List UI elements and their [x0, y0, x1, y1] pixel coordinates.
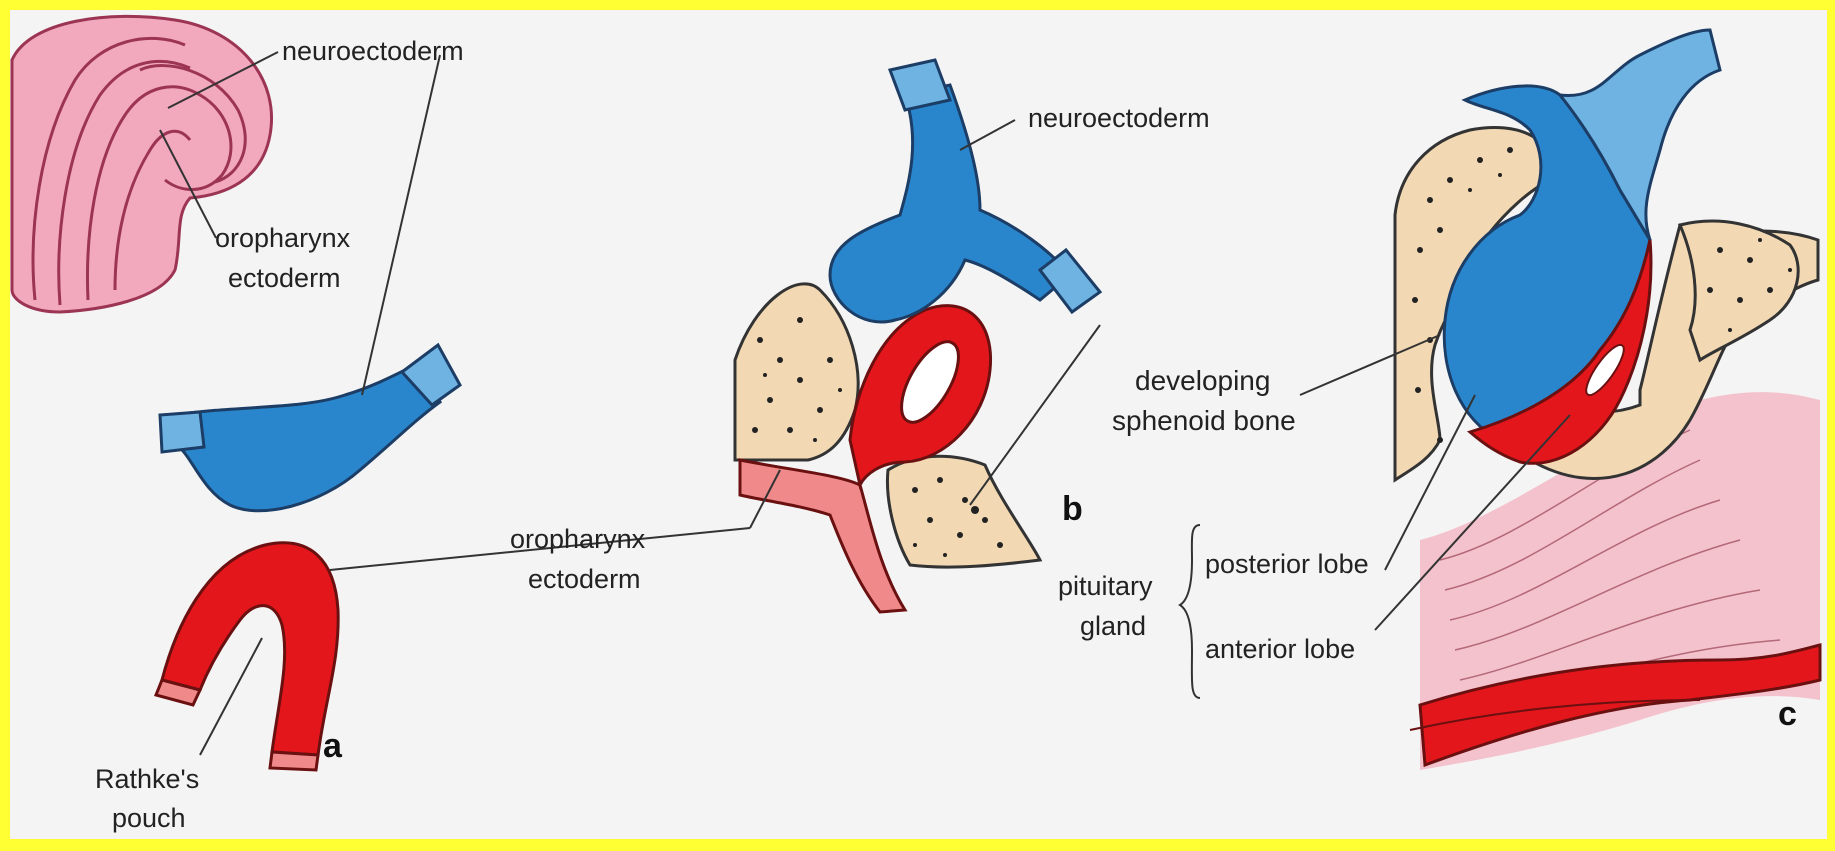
panel-label-b: b — [1062, 490, 1083, 528]
panel-b-oropharynx-shape — [740, 460, 905, 612]
label-sphenoid-line1: developing — [1135, 365, 1270, 396]
label-oropharynx-line1: oropharynx — [510, 524, 646, 554]
label-b-neuroectoderm: neuroectoderm — [1028, 103, 1210, 133]
label-sphenoid-line2: sphenoid bone — [1112, 405, 1296, 436]
neuroectoderm-a-leader-line — [362, 55, 440, 395]
panel-a-neuroectoderm-shape — [160, 345, 460, 511]
label-inset-oropharynx-line1: oropharynx — [215, 223, 351, 253]
label-anterior-lobe: anterior lobe — [1205, 634, 1355, 664]
panel-b-bone-right — [887, 456, 1040, 567]
panel-label-a: a — [323, 727, 343, 765]
label-inset-neuroectoderm: neuroectoderm — [282, 36, 464, 66]
rathke-pouch-shape — [156, 543, 338, 770]
label-pituitary-line1: pituitary — [1058, 571, 1153, 601]
panel-b-bone-left — [735, 284, 858, 460]
panel-b-neuroectoderm-shape — [830, 60, 1100, 322]
label-posterior-lobe: posterior lobe — [1205, 549, 1369, 579]
brace-icon — [1180, 525, 1200, 698]
label-oropharynx-line2: ectoderm — [528, 564, 641, 594]
panel-b-pouch-shape — [850, 306, 991, 485]
panel-label-c: c — [1778, 695, 1797, 733]
label-rathke-line1: Rathke's — [95, 764, 199, 794]
label-rathke-line2: pouch — [112, 803, 186, 833]
label-inset-oropharynx-line2: ectoderm — [228, 263, 341, 293]
label-pituitary-line2: gland — [1080, 611, 1146, 641]
